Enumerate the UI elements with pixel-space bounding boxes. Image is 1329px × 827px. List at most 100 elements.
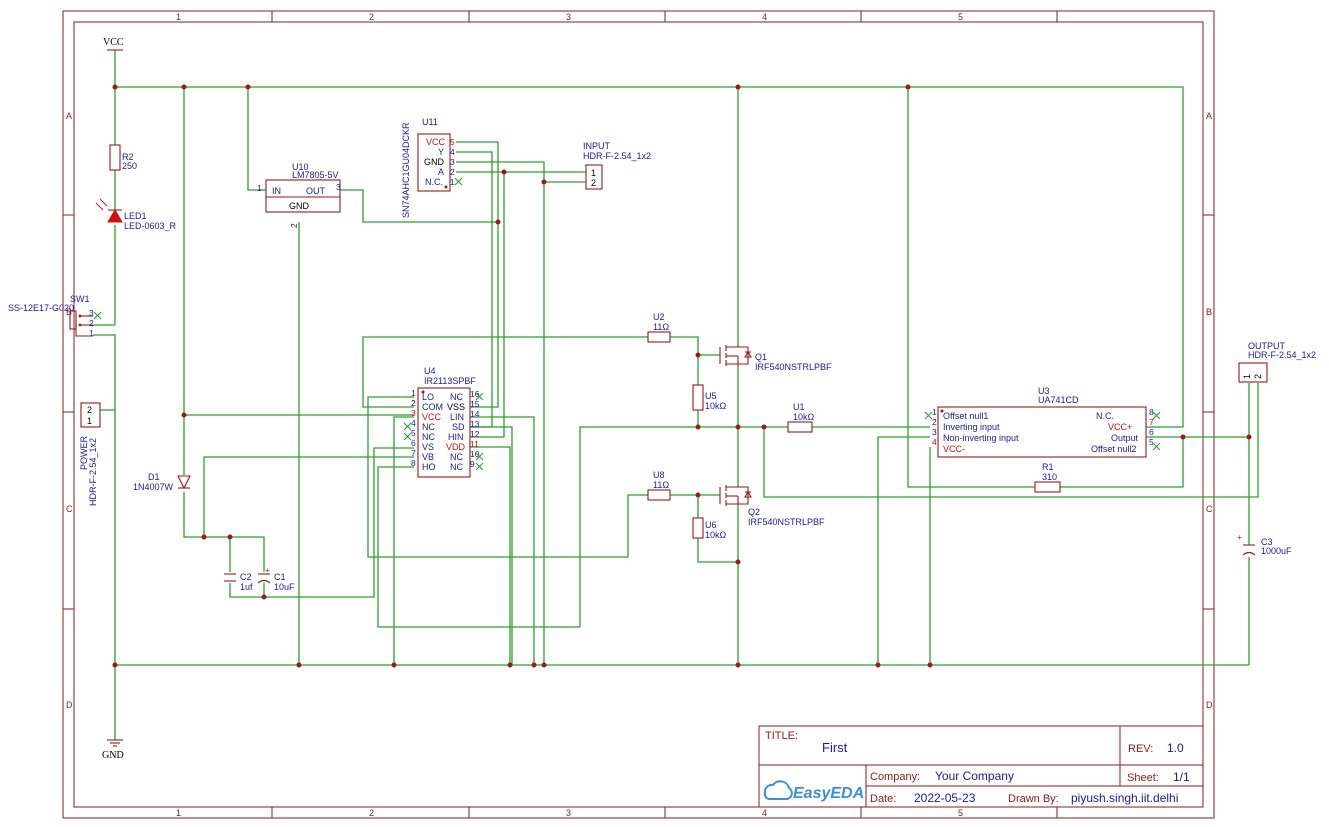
power-pin-1: 1 [87, 416, 92, 426]
u10-pin-in: IN [272, 186, 281, 196]
u4-gate-driver[interactable]: U4 IR2113SPBF 1 2 3 4 5 6 7 8 LO COM VCC… [403, 366, 484, 478]
wires [93, 50, 1259, 740]
u11-pin-4: 4 [450, 147, 455, 157]
power-value: HDR-F-2.54_1x2 [88, 438, 98, 506]
u8-resistor[interactable]: U8 11Ω [647, 470, 671, 501]
u11-pin-2: 2 [450, 167, 455, 177]
u4-pin-vss: VSS [447, 402, 465, 412]
input-connector[interactable]: 1 2 INPUT HDR-F-2.54_1x2 [583, 141, 651, 190]
u11-pin-a: A [438, 167, 444, 177]
u2-value: 11Ω [653, 322, 669, 332]
grid-col-3-top: 3 [566, 12, 571, 22]
u3-pin-num-1: 1 [932, 407, 937, 417]
u11-ref: U11 [422, 117, 438, 127]
grid-row-a-left: A [66, 111, 72, 121]
u3-pin-vcc-plus: VCC+ [1108, 422, 1132, 432]
u4-pin-nc-4: NC [422, 422, 435, 432]
u4-pin-num-16: 16 [470, 389, 480, 399]
easyeda-logo-text: EasyEDA [793, 785, 864, 802]
u3-pin-non-inverting: Non-inverting input [943, 433, 1019, 443]
led1-value: LED-0603_R [124, 221, 177, 231]
q2-mosfet[interactable]: Q2 IRF540NSTRLPBF [719, 485, 825, 527]
output-pin-1: 1 [1242, 374, 1252, 379]
company-value: Your Company [935, 769, 1014, 783]
sw1-pin-1: 1 [89, 328, 94, 338]
u3-pin-offset-null1: Offset null1 [943, 411, 988, 421]
power-pin-2: 2 [87, 405, 92, 415]
u4-pin-vcc: VCC [422, 412, 442, 422]
c3-ref: C3 [1261, 537, 1273, 547]
u4-pin-num-3: 3 [411, 408, 416, 418]
u3-pin-num-5: 5 [1149, 437, 1154, 447]
input-ref: INPUT [583, 141, 611, 151]
u4-pin-lo: LO [422, 392, 434, 402]
grid-col-5-bottom: 5 [958, 808, 963, 818]
rev-label: REV: [1128, 743, 1153, 755]
u5-ref: U5 [705, 391, 717, 401]
output-pin-2: 2 [1253, 374, 1263, 379]
r1-resistor[interactable]: R1 310 [1034, 462, 1061, 493]
u11-value: SN74AHC1GU04DCKR [401, 122, 411, 218]
sw1-ref: SW1 [70, 294, 90, 304]
q1-value: IRF540NSTRLPBF [755, 362, 832, 372]
gnd-symbol: GND [102, 739, 124, 761]
u4-pin-nc-9: NC [450, 462, 463, 472]
u4-pin-sd: SD [452, 422, 465, 432]
u4-pin-num-6: 6 [411, 438, 416, 448]
u4-pin-com: COM [422, 402, 443, 412]
grid-col-3-bottom: 3 [566, 808, 571, 818]
u11-pin-1: 1 [450, 177, 455, 187]
input-value: HDR-F-2.54_1x2 [583, 151, 651, 161]
u10-ref: U10 [292, 162, 309, 172]
c1-capacitor[interactable]: + C1 10uF [257, 565, 295, 592]
r2-resistor[interactable]: R2 250 [109, 144, 137, 171]
grid-row-d-right: D [1206, 700, 1213, 710]
u2-resistor[interactable]: U2 11Ω [647, 312, 671, 343]
u3-pin-output: Output [1111, 433, 1139, 443]
u6-value: 10kΩ [705, 530, 727, 540]
u1-resistor[interactable]: U1 10kΩ [787, 402, 815, 433]
u3-pin-offset-null2: Offset null2 [1091, 444, 1136, 454]
d1-diode[interactable]: D1 1N4007W [133, 472, 191, 492]
power-connector[interactable]: 2 1 POWER HDR-F-2.54_1x2 [79, 402, 101, 506]
date-value: 2022-05-23 [914, 791, 976, 805]
u11-pin-vcc: VCC [426, 137, 446, 147]
u6-resistor[interactable]: U6 10kΩ [692, 517, 727, 540]
u4-pin-num-5: 5 [411, 428, 416, 438]
sw1-switch[interactable]: 3 2 1 SW1 SS-12E17-G020 [8, 294, 102, 338]
c3-capacitor[interactable]: + C3 1000uF [1237, 532, 1292, 556]
c1-value: 10uF [274, 582, 295, 592]
u4-pin-num-4: 4 [411, 418, 416, 428]
sw1-pin-3: 3 [89, 308, 94, 318]
vcc-symbol: VCC [103, 37, 124, 51]
output-connector[interactable]: 1 2 OUTPUT HDR-F-2.54_1x2 [1238, 341, 1316, 383]
q1-mosfet[interactable]: Q1 IRF540NSTRLPBF [719, 345, 832, 372]
q2-ref: Q2 [748, 507, 760, 517]
u4-pin-num-7: 7 [411, 448, 416, 458]
u3-pin-num-4: 4 [932, 437, 937, 447]
grid-col-4-top: 4 [762, 12, 767, 22]
company-label: Company: [870, 771, 920, 783]
u8-ref: U8 [653, 470, 665, 480]
u10-value: LM7805-5V [292, 170, 339, 180]
u11-inverter[interactable]: U11 SN74AHC1GU04DCKR VCC Y GND A N.C. 5 … [401, 117, 463, 218]
grid-col-4-bottom: 4 [762, 808, 767, 818]
r1-value: 310 [1042, 472, 1057, 482]
u3-opamp[interactable]: U3 UA741CD 1 2 3 4 Offset null1 Invertin… [924, 386, 1161, 458]
rev-value: 1.0 [1167, 741, 1184, 755]
grid-row-d-left: D [66, 700, 73, 710]
u4-pin-nc-10: NC [450, 452, 463, 462]
u4-pin-num-9: 9 [470, 459, 475, 469]
u4-pin-vdd: VDD [446, 442, 466, 452]
d1-ref: D1 [148, 472, 160, 482]
led1-diode[interactable]: LED1 LED-0603_R [95, 198, 177, 231]
u10-regulator[interactable]: U10 LM7805-5V 1 IN OUT 3 GND 2 [257, 162, 341, 228]
sheet-value: 1/1 [1173, 770, 1190, 784]
input-pin-1: 1 [591, 168, 596, 178]
easyeda-logo: EasyEDA [763, 780, 864, 802]
u6-ref: U6 [705, 520, 717, 530]
u4-pin-num-12: 12 [470, 429, 480, 439]
u10-pin-3: 3 [336, 182, 341, 192]
c2-capacitor[interactable]: C2 1uf [224, 572, 253, 592]
u5-resistor[interactable]: U5 10kΩ [692, 384, 727, 411]
